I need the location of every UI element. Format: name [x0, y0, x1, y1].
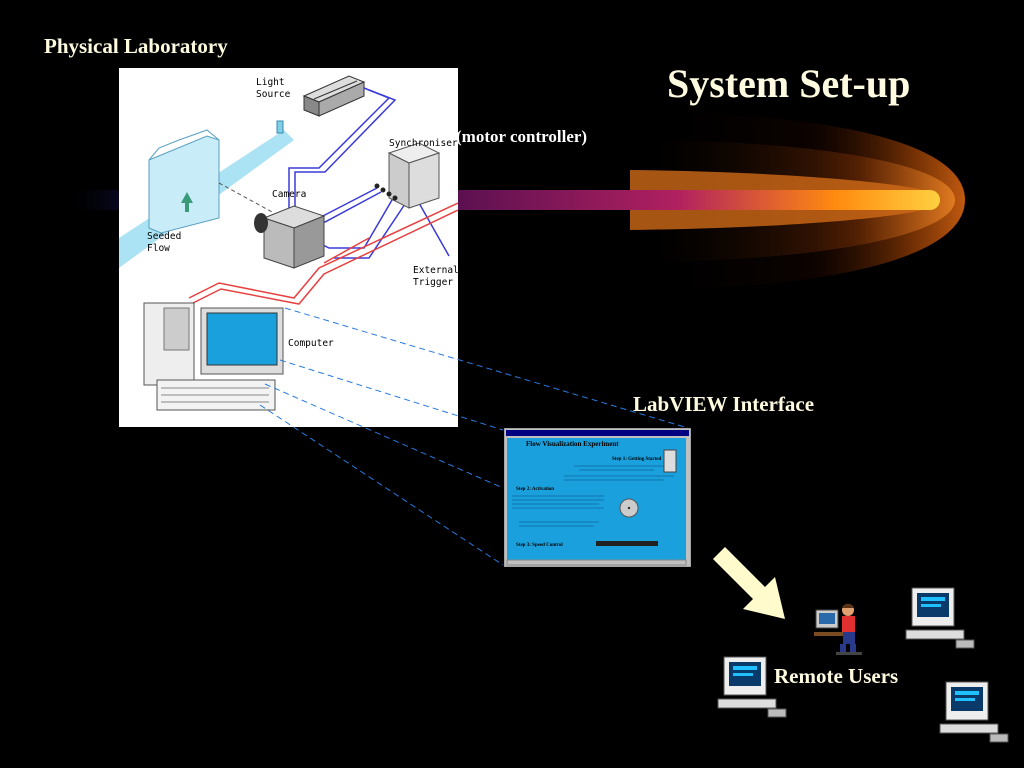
- remote-terminal-icon: [905, 587, 975, 649]
- svg-text:Camera: Camera: [272, 189, 306, 200]
- svg-text:Step 1: Getting Started: Step 1: Getting Started: [612, 457, 662, 462]
- blue-trigger-cables: [288, 87, 450, 259]
- synchroniser-box-icon: [374, 142, 441, 209]
- desktop-computer-icon: [143, 302, 284, 411]
- svg-text:External: External: [413, 265, 458, 276]
- person-at-computer-icon: [814, 604, 862, 655]
- svg-text:Flow: Flow: [147, 243, 170, 254]
- physical-lab-title: Physical Laboratory: [44, 34, 228, 58]
- remote-terminal-icon: [717, 656, 787, 718]
- svg-text:Computer: Computer: [288, 338, 334, 349]
- labview-interface-title: LabVIEW Interface: [633, 392, 815, 416]
- svg-text:Synchroniser: Synchroniser: [389, 138, 458, 149]
- svg-text:Flow Visualization Experiment: Flow Visualization Experiment: [526, 440, 619, 448]
- red-power-cables: [188, 202, 458, 305]
- down-right-arrow-icon: [713, 547, 785, 619]
- svg-text:Source: Source: [256, 89, 291, 100]
- seeded-flow-tank-icon: [148, 129, 220, 234]
- svg-text:Light: Light: [256, 77, 285, 88]
- motor-controller-label: (motor controller): [456, 127, 588, 146]
- labview-window: Flow Visualization Experiment Step 1: Ge…: [504, 428, 691, 567]
- remote-users-label: Remote Users: [774, 664, 899, 688]
- camera-icon: [254, 205, 326, 269]
- slide-title: System Set-up: [667, 61, 911, 106]
- svg-text:Step 3: Speed Control: Step 3: Speed Control: [516, 543, 563, 548]
- svg-text:Step 2: Activation: Step 2: Activation: [516, 487, 554, 492]
- svg-text:Seeded: Seeded: [147, 231, 181, 242]
- svg-text:Trigger: Trigger: [413, 277, 453, 288]
- lab-schematic: Light Source Synchroniser Camera Seeded …: [119, 68, 458, 427]
- remote-terminal-icon: [939, 681, 1009, 743]
- labview-panel: [507, 438, 686, 560]
- light-source-icon: [302, 75, 366, 117]
